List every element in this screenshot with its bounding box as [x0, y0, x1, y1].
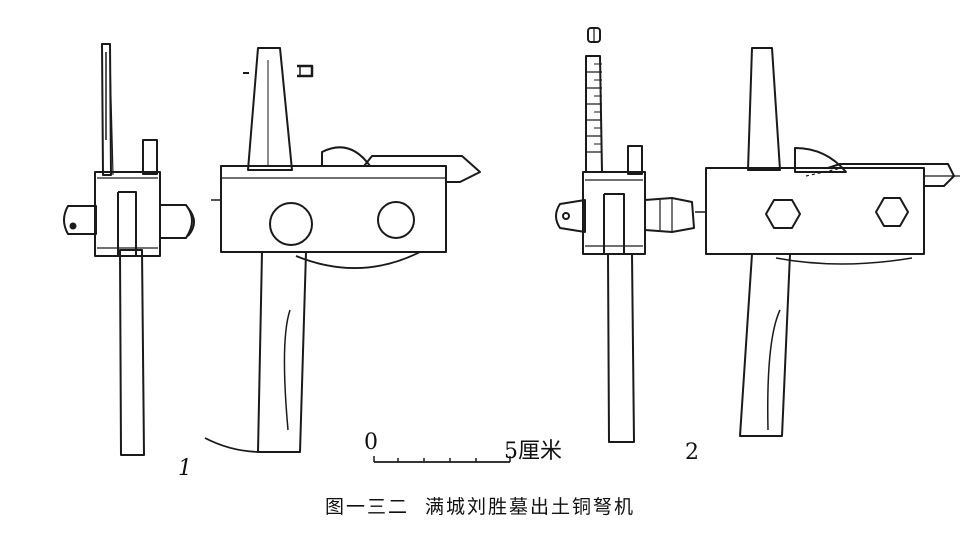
specimen-label-1: 1	[178, 456, 192, 481]
specimen-2-side-view	[555, 27, 695, 443]
trigger-piece-detail	[297, 64, 314, 78]
figure-caption: 图一三二 满城刘胜墓出土铜弩机	[324, 496, 636, 518]
specimen-1-front-view	[204, 47, 481, 453]
sight-top-piece	[587, 27, 601, 43]
scale-bar-zero-label: 0	[364, 430, 378, 455]
specimen-2-front-view	[695, 47, 960, 437]
specimen-label-2: 2	[685, 440, 699, 465]
scale-bar	[373, 456, 511, 463]
scale-bar-max-label: 5厘米	[504, 439, 562, 464]
specimen-1-side-view	[63, 43, 195, 456]
graduated-sight-scale	[585, 55, 603, 173]
